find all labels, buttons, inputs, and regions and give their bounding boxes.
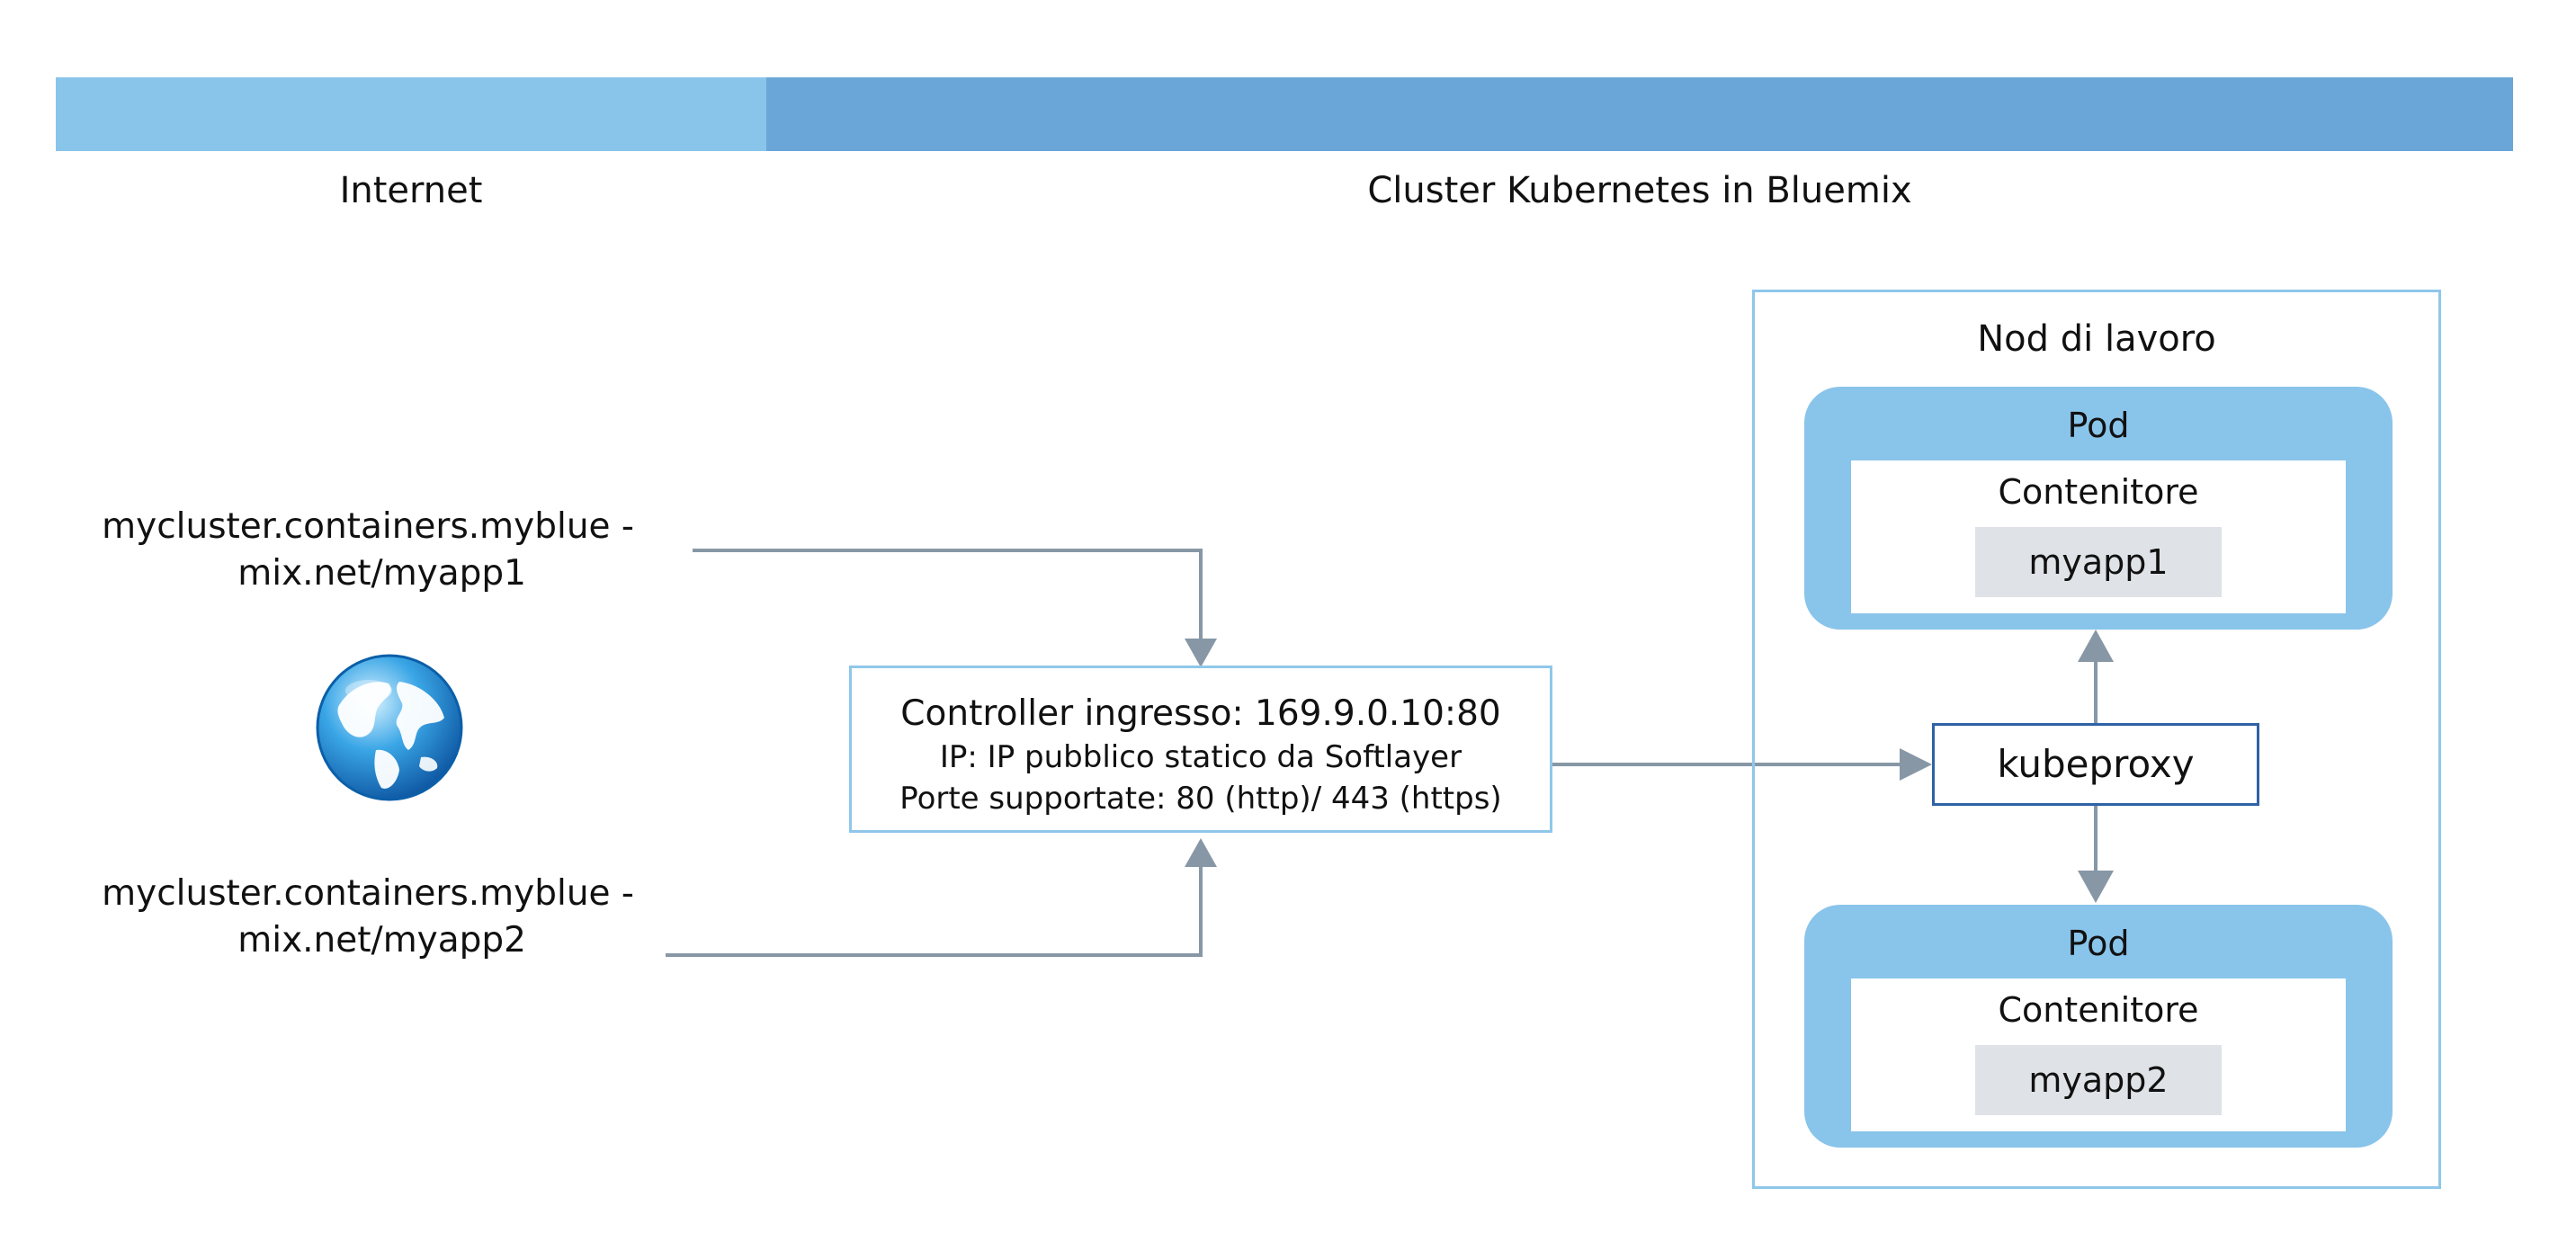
worker-node: Nod di lavoro: [1752, 290, 2441, 1189]
internet-label: Internet: [339, 170, 483, 211]
pod-2-title: Pod: [2067, 924, 2130, 963]
url-myapp1-line2: mix.net/myapp1: [237, 553, 526, 594]
arrowhead-right-kubeproxy: [1900, 748, 1932, 781]
url-myapp1-line1: mycluster.containers.myblue -: [102, 506, 634, 547]
worker-node-title: Nod di lavoro: [1977, 318, 2216, 360]
ingress-ports: Porte supportate: 80 (http)/ 443 (https): [899, 781, 1502, 817]
pod-2-container-title: Contenitore: [1998, 990, 2199, 1030]
url-myapp1: mycluster.containers.myblue - mix.net/my…: [90, 504, 634, 597]
url-myapp2-line2: mix.net/myapp2: [237, 920, 526, 960]
app-myapp1: myapp1: [1975, 527, 2222, 597]
pod-2-container: Contenitore myapp2: [1851, 978, 2346, 1131]
url-myapp2: mycluster.containers.myblue - mix.net/my…: [90, 871, 634, 964]
cluster-label: Cluster Kubernetes in Bluemix: [1367, 170, 1912, 211]
arrowhead-down-pod2: [2078, 871, 2114, 903]
arrowhead-up-pod1: [2078, 630, 2114, 662]
connector-myapp1-to-ingress: [693, 549, 1203, 640]
pod-1: Pod Contenitore myapp1: [1804, 387, 2393, 630]
connector-myapp2-to-ingress: [666, 865, 1203, 957]
cluster-band: [766, 77, 2513, 151]
pod-2: Pod Contenitore myapp2: [1804, 905, 2393, 1148]
url-myapp2-line1: mycluster.containers.myblue -: [102, 873, 634, 914]
pod-1-title: Pod: [2067, 406, 2130, 445]
internet-band: [56, 77, 766, 151]
ingress-controller: Controller ingresso: 169.9.0.10:80 IP: I…: [849, 666, 1552, 833]
arrowhead-down-ingress: [1185, 639, 1217, 667]
ingress-title: Controller ingresso: 169.9.0.10:80: [900, 693, 1501, 734]
app-myapp2: myapp2: [1975, 1045, 2222, 1115]
pod-1-container-title: Contenitore: [1998, 472, 2199, 512]
pod-1-container: Contenitore myapp1: [1851, 460, 2346, 613]
arrowhead-up-ingress: [1185, 838, 1217, 867]
kubeproxy-box: kubeproxy: [1932, 723, 2259, 806]
globe-icon: [316, 654, 463, 801]
ingress-ip: IP: IP pubblico statico da Softlayer: [939, 739, 1462, 775]
